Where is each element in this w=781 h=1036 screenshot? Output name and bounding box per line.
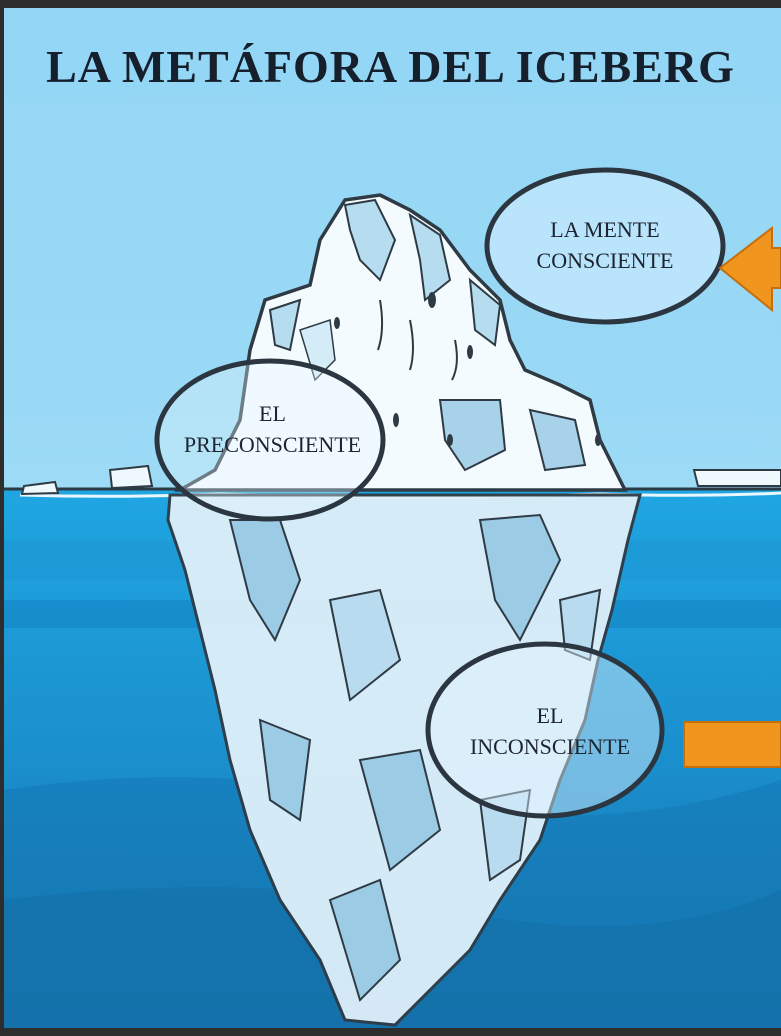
diagram-title: LA METÁFORA DEL ICEBERG: [46, 41, 735, 92]
arrow-unconscious-icon: [683, 721, 781, 768]
ice-floes: [20, 464, 781, 496]
unconscious-ellipse: [425, 641, 665, 819]
iceberg-underwater: [166, 493, 642, 1027]
label-preconscious: EL PRECONSCIENTE: [160, 398, 385, 460]
label-conscious-line2: CONSCIENTE: [536, 248, 674, 273]
preconscious-ellipse: [154, 358, 386, 522]
label-conscious-line1: LA MENTE: [550, 217, 660, 242]
label-conscious: LA MENTE CONSCIENTE: [505, 214, 705, 276]
label-preconscious-line2: PRECONSCIENTE: [183, 432, 362, 457]
label-preconscious-line1: EL: [259, 401, 286, 426]
iceberg-tip: [173, 193, 628, 492]
label-unconscious-line1: EL: [536, 703, 564, 728]
arrow-conscious-icon: [718, 225, 781, 313]
conscious-ellipse: [484, 167, 726, 325]
label-unconscious-line2: INCONSCIENTE: [469, 734, 631, 759]
label-unconscious: EL INCONSCIENTE: [435, 700, 665, 762]
